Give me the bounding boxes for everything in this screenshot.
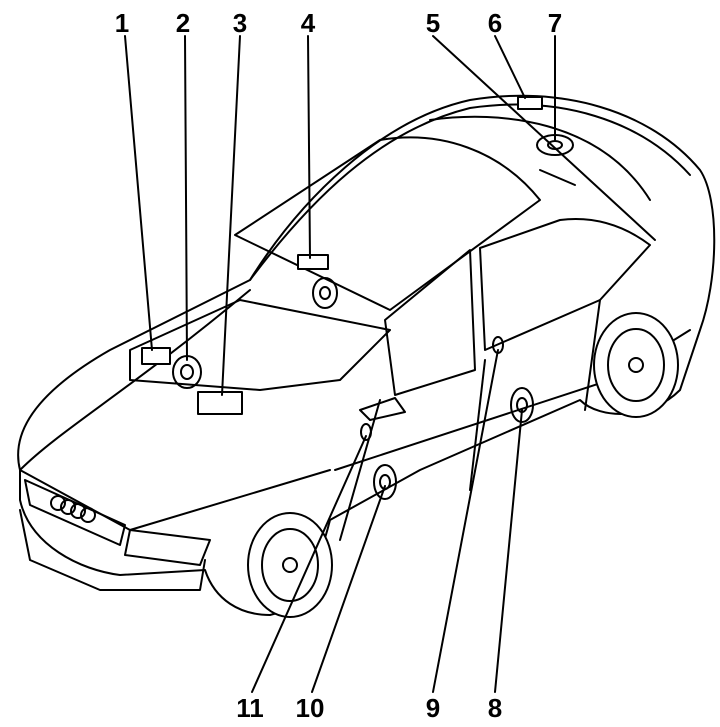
component-antenna-5 (539, 169, 576, 186)
component-radio-unit (197, 391, 243, 415)
callout-7: 7 (547, 8, 563, 38)
rear-window (429, 115, 651, 201)
headlight (124, 529, 211, 566)
audi-rings-logo (50, 495, 96, 523)
rear-door-window (479, 218, 651, 351)
callout-10: 10 (295, 693, 325, 723)
callout-9: 9 (425, 693, 441, 723)
component-module-6 (517, 96, 543, 110)
component-door-speaker-front (373, 464, 397, 500)
component-speaker-4 (312, 277, 338, 309)
mirror (359, 397, 406, 421)
rear-wheel (593, 312, 679, 418)
car-body-outline (17, 94, 716, 616)
front-wheel (247, 512, 333, 618)
dashboard (129, 299, 391, 391)
callout-6: 6 (487, 8, 503, 38)
callout-3: 3 (232, 8, 248, 38)
hood (19, 289, 331, 531)
component-tweeter-front (360, 423, 372, 441)
callout-5: 5 (425, 8, 441, 38)
leader-lines (124, 35, 656, 693)
grille (24, 479, 126, 546)
door-line-front (339, 399, 381, 541)
windshield (234, 136, 541, 311)
door-line-rear (469, 359, 486, 491)
callout-2: 2 (175, 8, 191, 38)
door-line-end (584, 299, 601, 411)
bumper (19, 509, 206, 591)
roof-line (249, 103, 691, 281)
callout-4: 4 (300, 8, 316, 38)
component-module-4 (297, 254, 329, 270)
callout-11: 11 (236, 693, 264, 723)
callout-1: 1 (114, 8, 130, 38)
callout-8: 8 (487, 693, 503, 723)
front-door-window (384, 249, 476, 396)
component-amplifier-front (141, 347, 171, 365)
